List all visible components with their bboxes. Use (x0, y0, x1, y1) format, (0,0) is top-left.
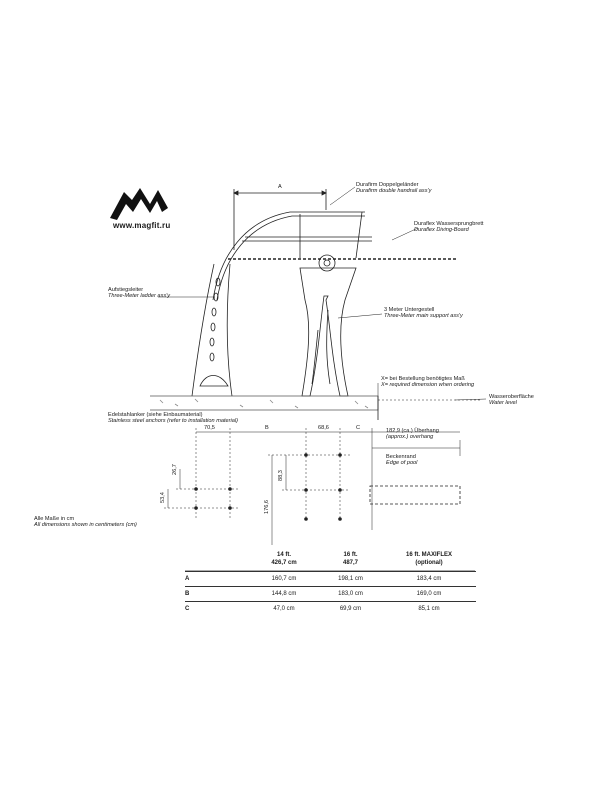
table-cell: 144,8 cm (249, 586, 319, 602)
vertical-dimensions (164, 454, 350, 545)
table-cell: 198,1 cm (319, 571, 382, 587)
handrail-label: Durafirm Doppelgeländer Durafirm double … (356, 182, 432, 195)
row-label: C (185, 601, 249, 616)
plan-dimension-line (195, 428, 461, 530)
table-row: A 160,7 cm 198,1 cm 183,4 cm (185, 571, 476, 587)
table-cell: 160,7 cm (249, 571, 319, 587)
row-label: A (185, 571, 249, 587)
table-cell: 183,0 cm (319, 586, 382, 602)
pool-edge-label: Beckenrand Edge of pool (386, 454, 418, 467)
row-label: B (185, 586, 249, 602)
dim-534: 53,4 (160, 492, 166, 503)
dimensions-table: 14 ft. 426,7 cm 16 ft. 487,7 16 ft. MAXI… (185, 552, 476, 616)
header-empty (185, 552, 249, 572)
header-14ft: 14 ft. 426,7 cm (271, 552, 297, 566)
dim-705: 70,5 (204, 425, 215, 431)
overhang-label: 182,9 (ca.) Überhang (approx.) overhang (386, 428, 439, 441)
anchors-label: Edelstahlanker (siehe Einbaumaterial) St… (108, 412, 238, 425)
table-cell: 183,4 cm (382, 571, 476, 587)
table-cell: 69,9 cm (319, 601, 382, 616)
dim-883: 88,3 (278, 470, 284, 481)
dimension-a-line (233, 189, 327, 250)
table-cell: 47,0 cm (249, 601, 319, 616)
table-row: B 144,8 cm 183,0 cm 169,0 cm (185, 586, 476, 602)
table-header-row: 14 ft. 426,7 cm 16 ft. 487,7 16 ft. MAXI… (185, 552, 476, 572)
water-level-label: Wasseroberfläche Water level (489, 394, 534, 407)
table-cell: 85,1 cm (382, 601, 476, 616)
table-row: C 47,0 cm 69,9 cm 85,1 cm (185, 601, 476, 616)
dim-c-label: C (356, 425, 361, 431)
table-cell: 169,0 cm (382, 586, 476, 602)
ladder (191, 263, 233, 397)
ladder-label: Aufstiegsleiter Three-Meter ladder ass'y (108, 287, 171, 300)
order-dimension-label: X= bei Bestellung benötigtes Maß X= requ… (381, 376, 475, 389)
dim-1766: 176,6 (264, 500, 270, 514)
board-plan (369, 485, 461, 505)
leader-lines (158, 186, 487, 401)
magfit-logo-icon (110, 188, 168, 220)
support-label: 3 Meter Untergestell Three-Meter main su… (384, 307, 463, 320)
handrail (212, 211, 372, 301)
dim-b-label: B (265, 425, 269, 431)
dim-a-label: A (278, 184, 282, 190)
diving-board (228, 254, 458, 272)
dim-686: 68,6 (318, 425, 329, 431)
dim-267: 26,7 (172, 464, 178, 475)
site-url: www.magfit.ru (113, 221, 171, 230)
header-maxiflex: 16 ft. MAXIFLEX (optional) (405, 552, 452, 566)
ground-section (150, 395, 480, 420)
board-label: Duraflex Wassersprungbrett Duraflex Divi… (414, 221, 484, 234)
units-note: Alle Maße in cm All dimensions shown in … (34, 516, 137, 529)
header-16ft: 16 ft. 487,7 (342, 552, 358, 566)
main-support (299, 267, 357, 397)
